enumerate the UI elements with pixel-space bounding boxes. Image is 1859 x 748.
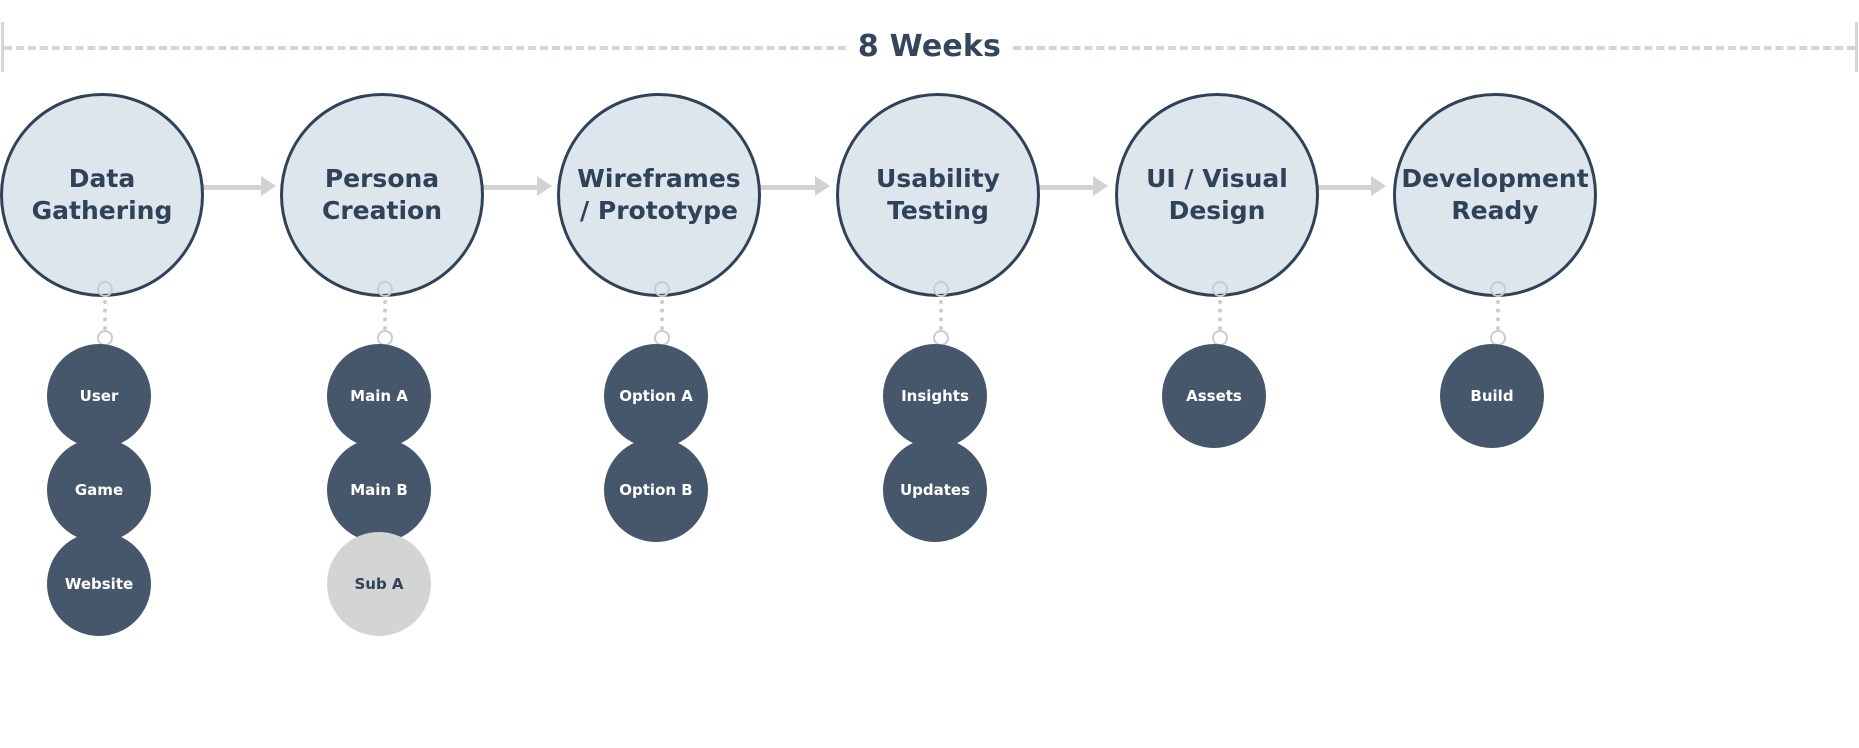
arrow-line	[758, 184, 816, 190]
sub-node-label: Main A	[350, 387, 408, 405]
stage-node-ui-visual-design[interactable]: UI / Visual Design	[1115, 93, 1319, 297]
arrow-head-icon	[261, 176, 276, 196]
arrow-line	[202, 184, 262, 190]
stage-label: Wireframes / Prototype	[577, 164, 741, 225]
sub-node-label: Assets	[1186, 387, 1242, 405]
drop-connector-top-ring-icon	[1490, 281, 1506, 297]
drop-connector-dots	[1218, 300, 1222, 330]
sub-node-data-gathering-0[interactable]: User	[47, 344, 151, 448]
sub-node-persona-creation-2[interactable]: Sub A	[327, 532, 431, 636]
drop-connector-wireframes-prototype	[647, 281, 677, 353]
stage-label: Data Gathering	[31, 164, 173, 225]
sub-node-persona-creation-1[interactable]: Main B	[327, 438, 431, 542]
arrow-head-icon	[1093, 176, 1108, 196]
sub-node-label: Game	[74, 481, 124, 499]
sub-node-label: Website	[64, 575, 134, 593]
stage-label: Development Ready	[1401, 164, 1589, 225]
sub-node-label: Option A	[619, 387, 693, 405]
arrow-head-icon	[537, 176, 552, 196]
stage-label: UI / Visual Design	[1146, 164, 1288, 225]
timeline-duration-label: 8 Weeks	[846, 18, 1013, 76]
sub-node-usability-testing-1[interactable]: Updates	[883, 438, 987, 542]
stage-node-persona-creation[interactable]: Persona Creation	[280, 93, 484, 297]
sub-node-development-ready-0[interactable]: Build	[1440, 344, 1544, 448]
drop-connector-top-ring-icon	[933, 281, 949, 297]
drop-connector-persona-creation	[370, 281, 400, 353]
arrow-line	[1314, 184, 1372, 190]
drop-connector-development-ready	[1483, 281, 1513, 353]
sub-node-persona-creation-0[interactable]: Main A	[327, 344, 431, 448]
stage-node-wireframes-prototype[interactable]: Wireframes / Prototype	[557, 93, 761, 297]
timeline-header: 8 Weeks	[0, 0, 1859, 82]
sub-node-label: Option B	[619, 481, 693, 499]
stage-label: Usability Testing	[876, 164, 1000, 225]
sub-node-ui-visual-design-0[interactable]: Assets	[1162, 344, 1266, 448]
drop-connector-top-ring-icon	[97, 281, 113, 297]
stage-node-usability-testing[interactable]: Usability Testing	[836, 93, 1040, 297]
arrow-head-icon	[1371, 176, 1386, 196]
drop-connector-dots	[660, 300, 664, 330]
stage-node-development-ready[interactable]: Development Ready	[1393, 93, 1597, 297]
sub-node-label: Build	[1470, 387, 1514, 405]
sub-node-label: Main B	[350, 481, 408, 499]
drop-connector-top-ring-icon	[377, 281, 393, 297]
sub-node-data-gathering-2[interactable]: Website	[47, 532, 151, 636]
timeline-rule-left	[4, 46, 846, 50]
drop-connector-dots	[383, 300, 387, 330]
sub-node-label: Sub A	[354, 575, 404, 593]
drop-connector-top-ring-icon	[1212, 281, 1228, 297]
sub-node-label: User	[79, 387, 119, 405]
sub-node-usability-testing-0[interactable]: Insights	[883, 344, 987, 448]
sub-node-wireframes-prototype-1[interactable]: Option B	[604, 438, 708, 542]
sub-node-label: Insights	[901, 387, 969, 405]
sub-node-data-gathering-1[interactable]: Game	[47, 438, 151, 542]
stage-node-data-gathering[interactable]: Data Gathering	[0, 93, 204, 297]
drop-connector-ui-visual-design	[1205, 281, 1235, 353]
drop-connector-usability-testing	[926, 281, 956, 353]
drop-connector-dots	[103, 300, 107, 330]
drop-connector-dots	[1496, 300, 1500, 330]
timeline-rule-right	[1013, 46, 1855, 50]
sub-node-label: Updates	[899, 481, 971, 499]
drop-connector-dots	[939, 300, 943, 330]
timeline-start-cap	[1, 22, 4, 72]
stage-label: Persona Creation	[322, 164, 442, 225]
arrow-head-icon	[815, 176, 830, 196]
timeline-end-cap	[1855, 22, 1858, 72]
drop-connector-top-ring-icon	[654, 281, 670, 297]
drop-connector-data-gathering	[90, 281, 120, 353]
arrow-line	[1036, 184, 1094, 190]
sub-node-wireframes-prototype-0[interactable]: Option A	[604, 344, 708, 448]
arrow-line	[480, 184, 538, 190]
